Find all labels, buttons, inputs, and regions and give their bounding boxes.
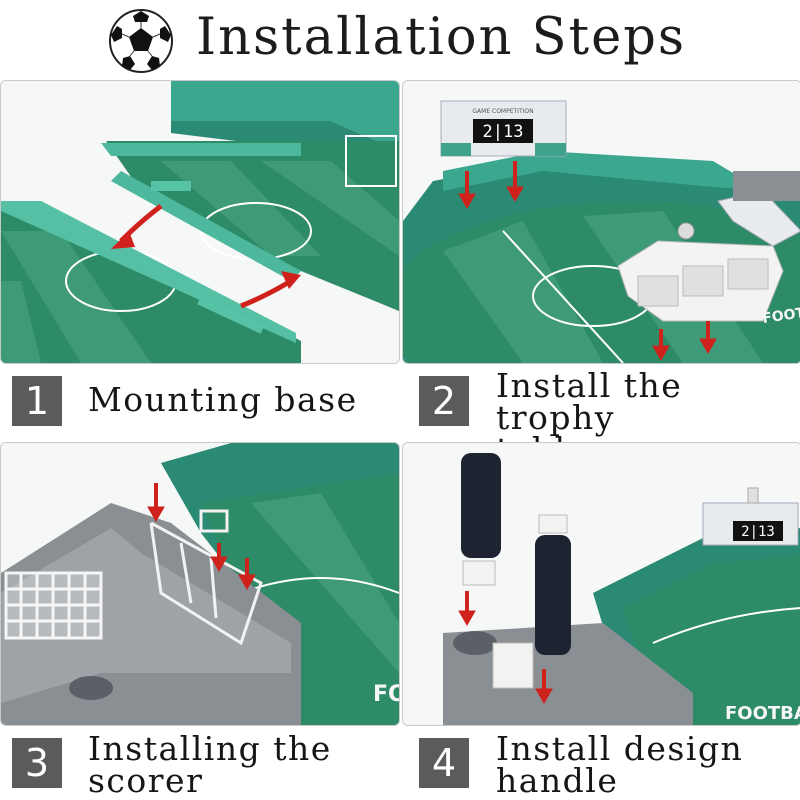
step-3-label-line-2: scorer [88, 761, 204, 800]
step-4-illustration: 2|13 FOOTBA [402, 442, 800, 726]
step-4-label: Install design handle [496, 729, 744, 800]
step-1-number: 1 [12, 376, 62, 426]
soccer-ball-icon [109, 9, 173, 73]
step-3-illustration: FO [0, 442, 400, 726]
step-1-label-line-1: Mounting base [88, 380, 358, 419]
step-2-label-line-1: Install the trophy [496, 366, 683, 437]
scoreboard-caption: GAME COMPETITION [472, 108, 533, 115]
page-title: Installation Steps [196, 8, 687, 67]
step-4-label-line-1: Install design [496, 729, 744, 768]
step-2-illustration: 2|13 GAME COMPETITION FOOTBA [402, 80, 800, 364]
board-logo-short: FO [373, 682, 399, 707]
step-3-label-line-1: Installing the [88, 729, 332, 768]
step-1-illustration [0, 80, 400, 364]
scoreboard-display: 2|13 [483, 122, 524, 142]
step-4-label-line-2: handle [496, 761, 619, 800]
step-1-label: Mounting base [88, 380, 358, 419]
step-2-number: 2 [419, 376, 469, 426]
step-2-label: Install the trophy table [496, 366, 800, 466]
page-header: Installation Steps [0, 0, 800, 78]
step-4-number: 4 [419, 738, 469, 788]
board-logo-bottom: FOOTBA [725, 703, 800, 724]
step-3-number: 3 [12, 738, 62, 788]
scoreboard-display-small: 2|13 [741, 524, 775, 540]
step-3-label: Installing the scorer [88, 729, 332, 800]
